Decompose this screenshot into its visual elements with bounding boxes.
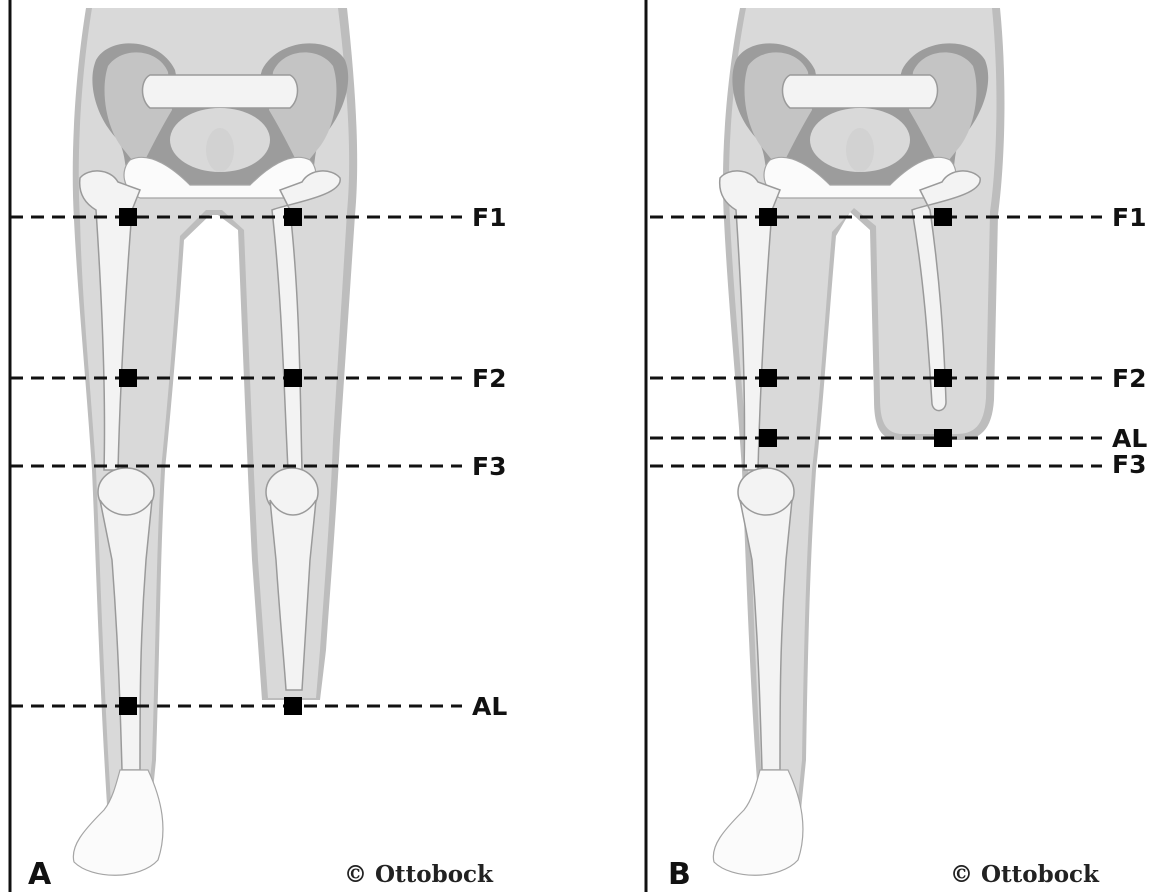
marker-b-al-residual	[934, 429, 952, 447]
level-label-a-f1: F1	[472, 203, 506, 232]
panel-b: F1 F2 AL F3 B © Ottobock	[650, 8, 1147, 892]
marker-b-f2-residual	[934, 369, 952, 387]
marker-a-f1-residual	[284, 208, 302, 226]
marker-b-f2-sound	[759, 369, 777, 387]
level-label-a-f3: F3	[472, 452, 506, 481]
panel-letter-a: A	[28, 857, 52, 892]
marker-a-f2-sound	[119, 369, 137, 387]
marker-a-al-residual	[284, 697, 302, 715]
marker-a-al-sound	[119, 697, 137, 715]
marker-b-f1-sound	[759, 208, 777, 226]
marker-b-f1-residual	[934, 208, 952, 226]
level-label-b-al: AL	[1112, 424, 1147, 453]
level-label-b-f2: F2	[1112, 364, 1146, 393]
level-label-b-f3: F3	[1112, 450, 1146, 479]
copyright-b: © Ottobock	[950, 861, 1100, 888]
copyright-a: © Ottobock	[344, 861, 494, 888]
panel-letter-b: B	[668, 857, 691, 892]
marker-a-f1-sound	[119, 208, 137, 226]
marker-b-al-sound	[759, 429, 777, 447]
panel-a: F1 F2 F3 AL A © Ottobock	[10, 8, 507, 892]
level-label-b-f1: F1	[1112, 203, 1146, 232]
level-label-a-f2: F2	[472, 364, 506, 393]
marker-a-f2-residual	[284, 369, 302, 387]
level-label-a-al: AL	[472, 692, 507, 721]
